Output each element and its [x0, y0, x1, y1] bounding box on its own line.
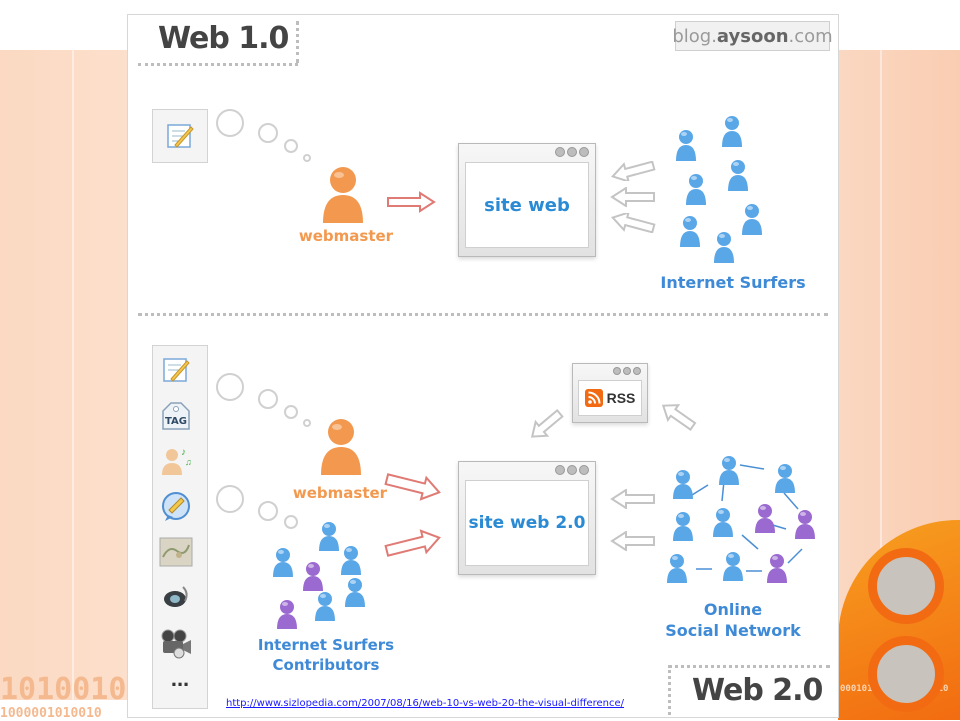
- window-button-icon: [579, 465, 589, 475]
- thought-bubble: [258, 501, 278, 521]
- window-button-icon: [567, 465, 577, 475]
- dotted-divider: [296, 21, 299, 63]
- thought-bubble: [303, 154, 311, 162]
- blog-name: aysoon: [716, 25, 789, 47]
- web2-tool-column: TAG ♪♫ ...: [152, 345, 208, 709]
- thought-bubble: [216, 373, 244, 401]
- window-title-bar: [573, 364, 647, 378]
- contributors-group-icon: [273, 522, 365, 629]
- webmaster-person-icon: [321, 419, 361, 475]
- web-comparison-diagram: Web 1.0 blog.aysoon.com webmaster site w…: [127, 14, 839, 718]
- social-network-graph-icon: [667, 456, 815, 583]
- background-stripe: [880, 50, 882, 700]
- rss-label: RSS: [606, 390, 636, 406]
- chat-bubble-icon: [158, 488, 194, 524]
- thought-bubble: [303, 419, 311, 427]
- arrow-left-icon: [610, 161, 656, 181]
- binary-decoration: 1000001010010: [0, 706, 102, 721]
- window-button-icon: [613, 367, 621, 375]
- arrow-right-icon: [387, 191, 436, 213]
- arrow-up-left-icon: [661, 404, 697, 431]
- internet-surfers-group-icon: [676, 116, 762, 263]
- svg-text:♪: ♪: [181, 447, 186, 458]
- arrow-left-icon: [610, 531, 655, 551]
- orange-ring-decoration: [868, 636, 944, 712]
- thought-bubble: [216, 109, 244, 137]
- video-camera-icon: [158, 624, 194, 660]
- dotted-divider: [668, 665, 830, 668]
- tag-label: TAG: [165, 416, 187, 427]
- blog-aysoon-tag: blog.aysoon.com: [672, 21, 833, 51]
- section-divider: [138, 313, 828, 316]
- thought-bubble: [258, 123, 278, 143]
- arrow-left-icon: [610, 489, 655, 509]
- site-web-2-window: site web 2.0: [458, 461, 596, 575]
- window-button-icon: [555, 147, 565, 157]
- window-button-icon: [555, 465, 565, 475]
- thought-bubble: [216, 485, 244, 513]
- dotted-divider: [668, 665, 671, 715]
- network-label-line1: Online: [703, 600, 763, 619]
- web1-webmaster-label: webmaster: [298, 227, 394, 245]
- site-web-2-label: site web 2.0: [465, 480, 589, 566]
- window-button-icon: [567, 147, 577, 157]
- thought-bubble: [284, 515, 298, 529]
- arrow-right-icon: [384, 529, 441, 557]
- site-web-label: site web: [465, 162, 589, 248]
- arrow-down-left-icon: [530, 408, 564, 438]
- contributors-label-line2: Contributors: [272, 656, 380, 674]
- web1-tool-box: [152, 109, 208, 163]
- more-tools-ellipsis: ...: [170, 666, 190, 691]
- binary-decoration: 1010010: [0, 672, 127, 707]
- rss-feed-window: RSS: [572, 363, 648, 423]
- site-web-window: site web: [458, 143, 596, 257]
- arrow-left-icon: [610, 213, 656, 233]
- thought-bubble: [284, 139, 298, 153]
- orange-ring-decoration: [868, 548, 944, 624]
- web1-title: Web 1.0: [158, 21, 289, 56]
- source-link[interactable]: http://www.sizlopedia.com/2007/08/16/web…: [226, 698, 625, 709]
- contributors-label-line1: Internet Surfers: [257, 636, 395, 654]
- rss-pane: RSS: [578, 380, 642, 416]
- webmaster-person-icon: [323, 167, 363, 223]
- window-button-icon: [579, 147, 589, 157]
- notepad-icon: [158, 352, 194, 388]
- dotted-divider: [138, 63, 298, 66]
- thought-bubble: [258, 389, 278, 409]
- blog-prefix: blog.: [672, 25, 717, 47]
- web1-surfers-label: Internet Surfers: [660, 273, 806, 292]
- arrow-right-icon: [384, 473, 441, 501]
- window-button-icon: [623, 367, 631, 375]
- svg-text:♫: ♫: [185, 457, 192, 467]
- user-music-icon: ♪♫: [158, 442, 194, 478]
- speaker-icon: [158, 578, 194, 614]
- web2-contributors-label: Internet Surfers Contributors: [246, 635, 406, 675]
- notepad-icon: [162, 118, 198, 154]
- web2-webmaster-label: webmaster: [292, 484, 388, 502]
- window-title-bar: [459, 144, 595, 158]
- window-title-bar: [459, 462, 595, 476]
- web2-title: Web 2.0: [692, 673, 823, 708]
- tag-icon: TAG: [158, 398, 194, 434]
- arrow-left-icon: [610, 187, 655, 207]
- window-button-icon: [633, 367, 641, 375]
- background-stripe: [72, 50, 74, 700]
- network-label-line2: Social Network: [665, 621, 801, 640]
- web2-network-label: Online Social Network: [648, 599, 818, 641]
- map-icon: [158, 534, 194, 570]
- thought-bubble: [284, 405, 298, 419]
- blog-suffix: .com: [788, 25, 833, 47]
- rss-icon: [584, 389, 603, 407]
